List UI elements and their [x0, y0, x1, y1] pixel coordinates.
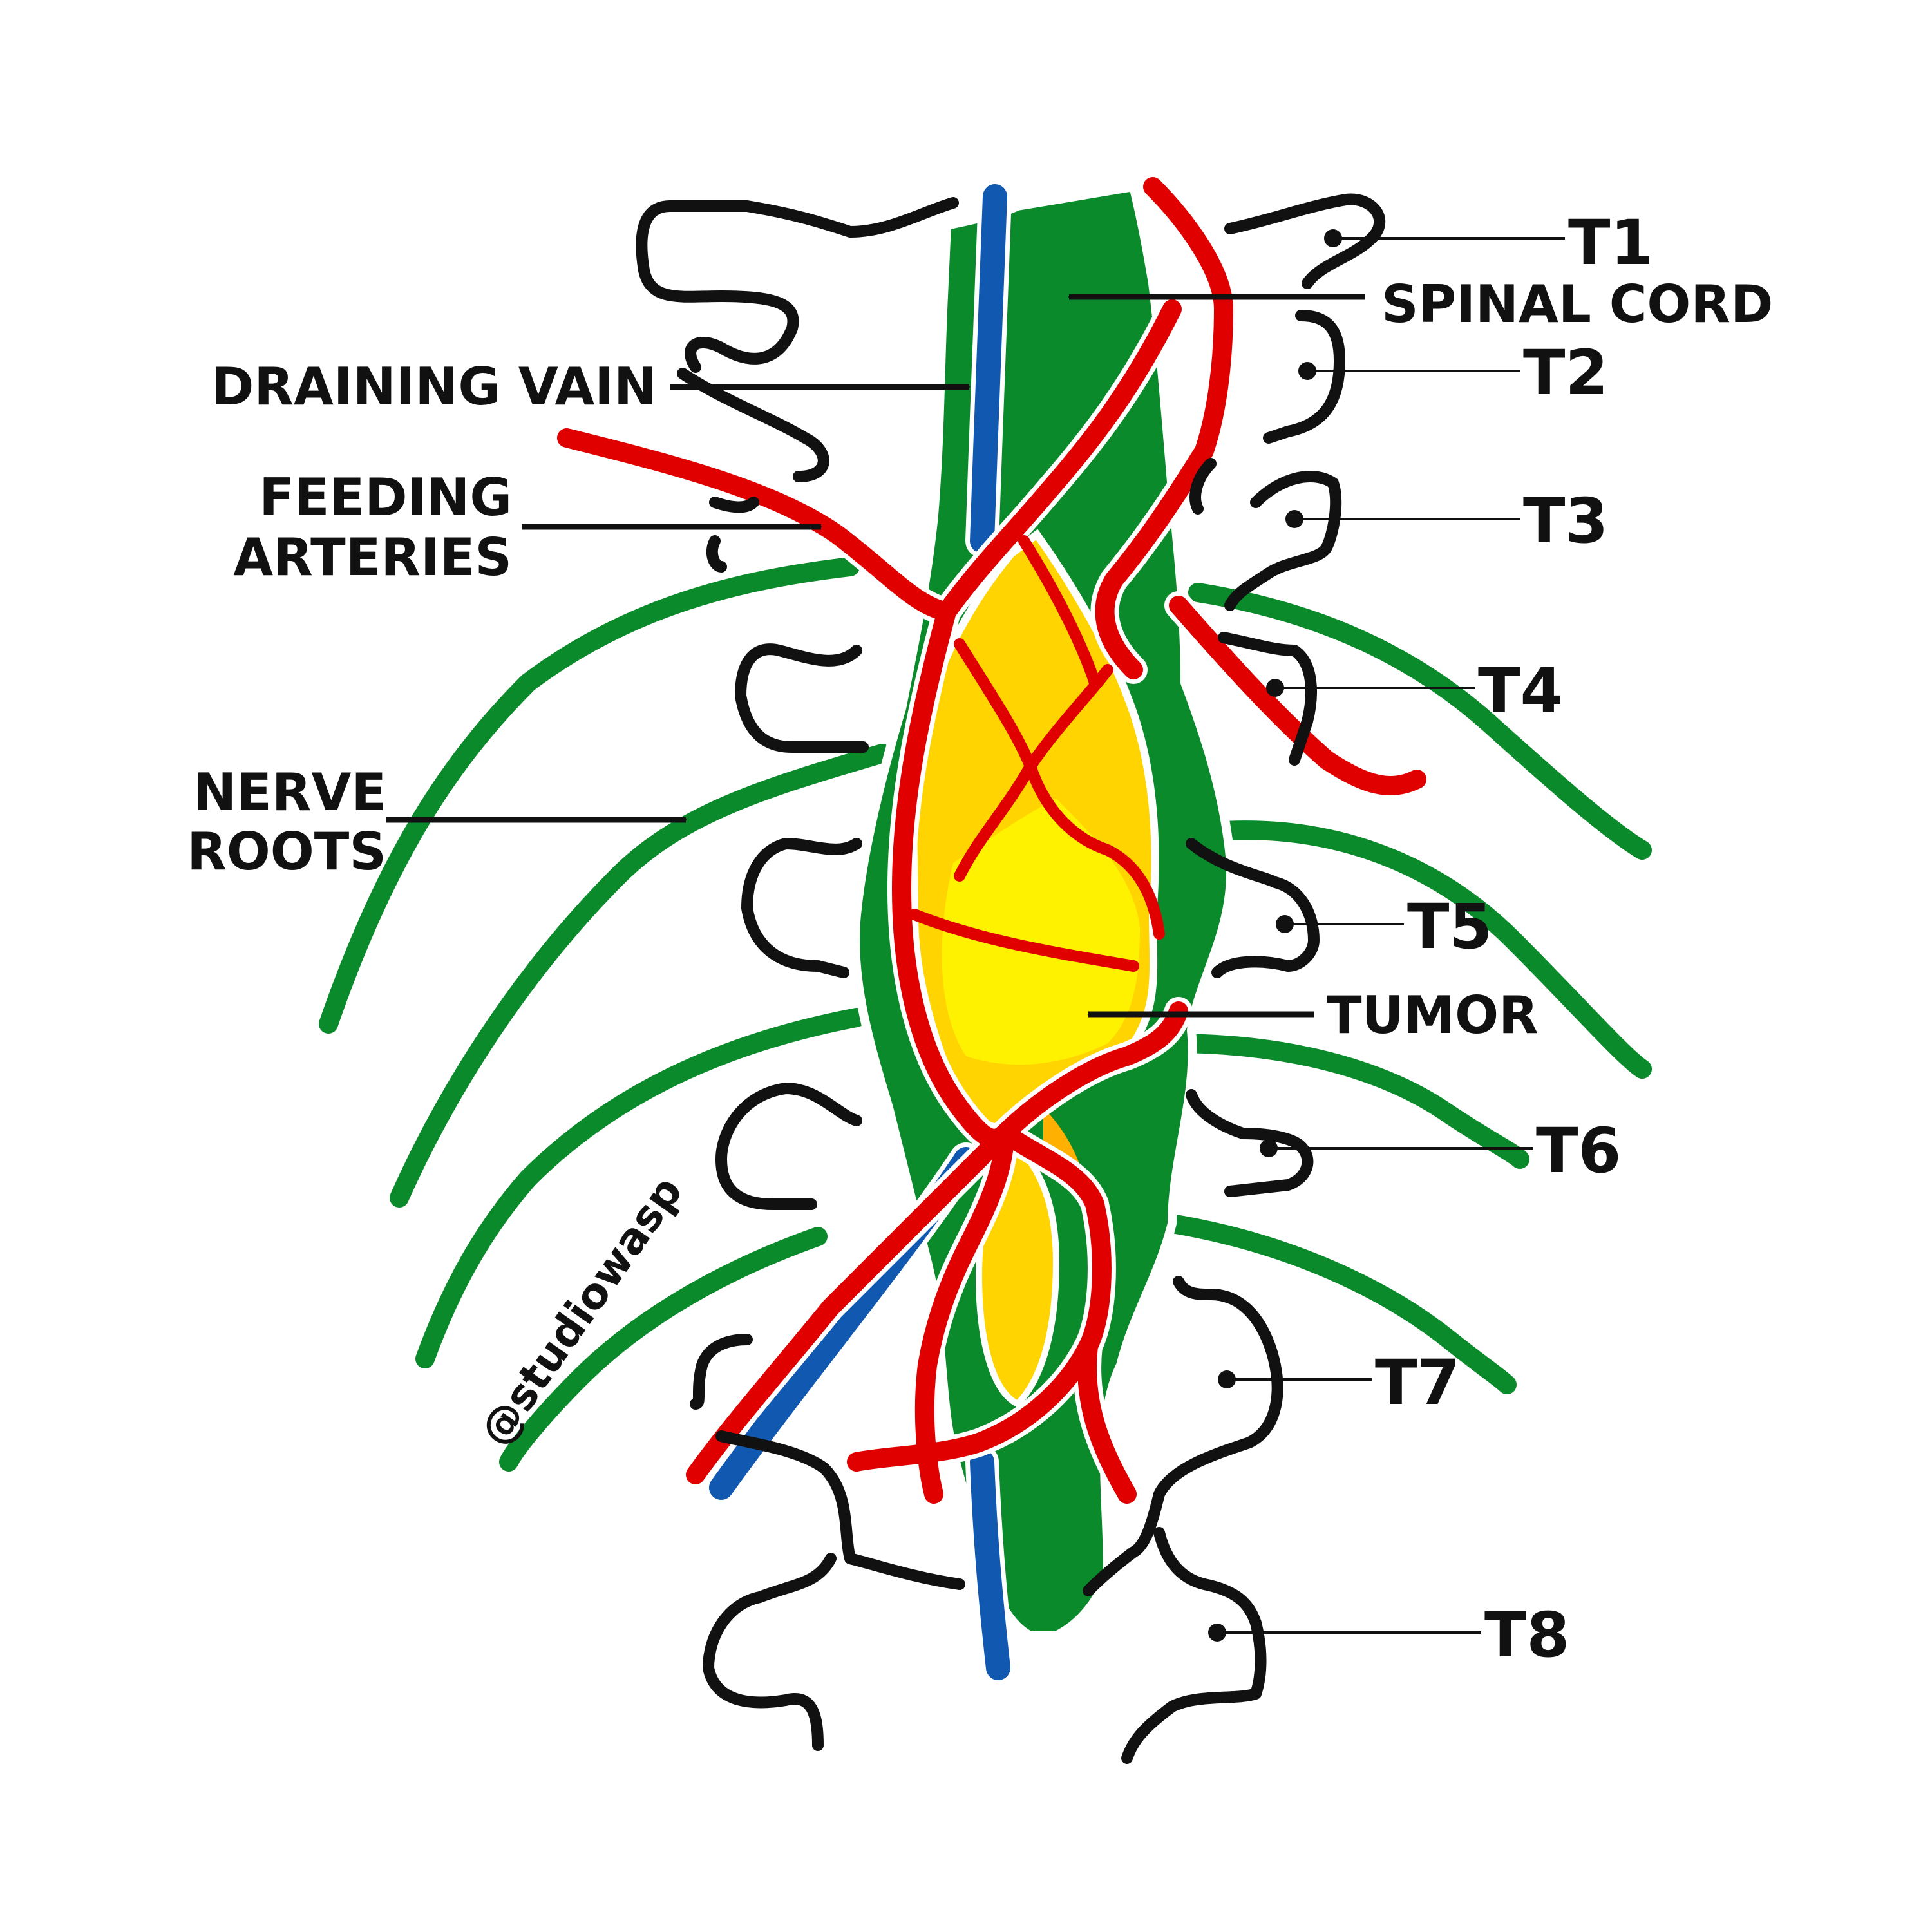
dot-t7: [1218, 1370, 1236, 1388]
outline-left-4: [735, 643, 869, 753]
outline-right-7: [1083, 1276, 1283, 1596]
artery-right-upper-loop: [1095, 177, 1233, 679]
nidus-vessel-3: [1025, 761, 1165, 940]
artery-lower-center: [914, 1124, 1014, 1504]
outline-left-5: [741, 838, 862, 978]
nerve-root-left-2: [390, 744, 892, 1208]
outline-left-1: [636, 197, 959, 373]
outline-right-3: [1189, 458, 1342, 611]
nidus-vessel-5: [1018, 535, 1101, 688]
artery-lower-right: [995, 1124, 1137, 1504]
label-feeding-line2: ARTERIES: [233, 527, 512, 587]
outline-left-7: [690, 1334, 753, 1410]
artery-right-feeder: [1169, 596, 1426, 795]
dot-t5: [1276, 915, 1294, 933]
level-dots: [1208, 229, 1342, 1642]
label-t4: T4: [1478, 655, 1563, 727]
nerve-root-right-3: [1162, 1034, 1530, 1169]
artery-upper-branch: [937, 299, 1182, 621]
outline-right-5: [1186, 838, 1320, 978]
nerve-root-right-2: [1214, 820, 1652, 1079]
artery-nidus-ring: [892, 602, 1188, 1148]
feeding-arteries: [553, 173, 1431, 1508]
label-draining-vain: DRAINING VAIN: [211, 357, 657, 417]
label-t1: T1: [1568, 207, 1653, 279]
outline-left-9: [703, 1553, 837, 1751]
outline-right-1: [1224, 193, 1386, 289]
level-leaders: [1217, 237, 1565, 1634]
artery-lower-left: [686, 1124, 1014, 1484]
label-t8: T8: [1484, 1599, 1569, 1671]
label-t7: T7: [1375, 1347, 1460, 1419]
artery-left-feeder: [557, 428, 956, 621]
label-tumor: TUMOR: [1327, 985, 1539, 1045]
dot-t1: [1324, 229, 1342, 247]
nidus-vessel-2: [1025, 664, 1113, 772]
vein-upper: [970, 184, 1007, 553]
label-t2: T2: [1523, 337, 1608, 409]
dot-t6: [1260, 1139, 1278, 1157]
outline-left-3: [706, 497, 759, 573]
nerve-roots: [319, 557, 1652, 1472]
outline-left-2: [677, 368, 829, 482]
nerve-root-left-1: [319, 557, 860, 1034]
label-nerve-line2: ROOTS: [187, 822, 386, 882]
nerve-root-right-4: [1162, 1214, 1517, 1394]
nidus-vessel-4: [909, 909, 1139, 972]
vein-lower: [970, 1450, 1010, 1680]
label-t6: T6: [1536, 1115, 1621, 1187]
label-t5: T5: [1407, 891, 1492, 963]
label-nerve-line1: NERVE: [193, 762, 386, 822]
outline-right-8: [1121, 1527, 1267, 1764]
nerve-root-left-3: [415, 1008, 866, 1368]
artery-lower-cross: [847, 1336, 1098, 1472]
outline-right-4: [1218, 632, 1317, 766]
outline-left-6: [715, 1083, 862, 1210]
label-feeding-line1: FEEDING: [259, 468, 512, 527]
dot-t4: [1266, 679, 1284, 697]
outline-right-2: [1263, 310, 1345, 444]
outline-left-8: [715, 1430, 965, 1590]
vertebrae-outlines: [636, 193, 1386, 1764]
annotation-leaders: [386, 229, 1565, 1642]
outline-right-6: [1186, 1089, 1314, 1197]
nerve-root-left-4: [499, 1227, 828, 1472]
dot-t8: [1208, 1624, 1226, 1642]
tumor-core: [942, 799, 1140, 1065]
label-spinal-cord: SPINAL CORD: [1381, 274, 1773, 334]
dot-t2: [1298, 362, 1316, 380]
nerve-root-right-1: [1188, 583, 1652, 860]
label-t3: T3: [1523, 485, 1608, 557]
dot-t3: [1285, 510, 1303, 528]
